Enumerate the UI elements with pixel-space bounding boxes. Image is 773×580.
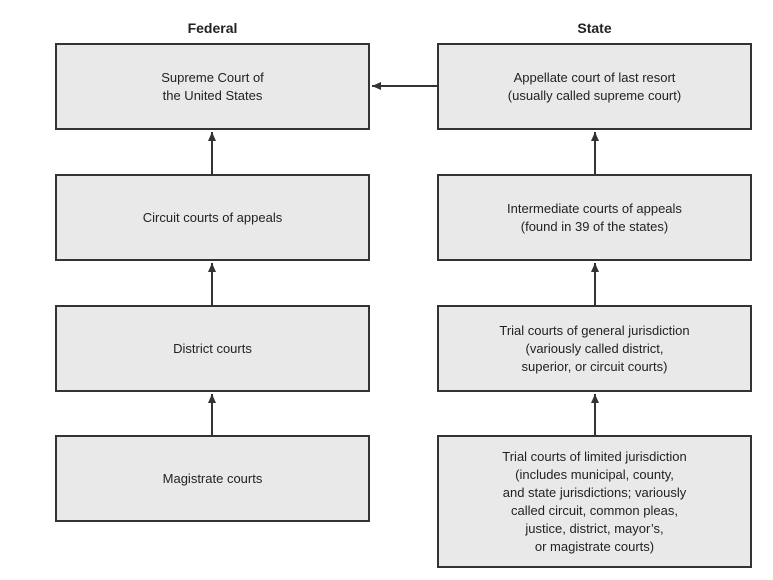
state-intermediate-courts-label: Intermediate courts of appeals (found in…	[507, 200, 682, 234]
state-appellate-court-label: Appellate court of last resort (usually …	[507, 69, 682, 103]
federal-magistrate-courts-box: Magistrate courts	[55, 435, 370, 522]
state-header: State	[577, 20, 612, 36]
state-general-trial-courts-label: Trial courts of general jurisdiction (va…	[499, 322, 690, 374]
state-general-trial-courts-box: Trial courts of general jurisdiction (va…	[437, 305, 752, 392]
federal-circuit-courts-label: Circuit courts of appeals	[142, 209, 283, 225]
federal-district-courts-label: District courts	[173, 340, 252, 356]
state-limited-trial-courts-box: Trial courts of limited jurisdiction (in…	[437, 435, 752, 568]
federal-supreme-court-label: Supreme Court of the United States	[161, 69, 264, 103]
federal-magistrate-courts-label: Magistrate courts	[162, 470, 263, 486]
federal-district-courts-box: District courts	[55, 305, 370, 392]
federal-circuit-courts-box: Circuit courts of appeals	[55, 174, 370, 261]
state-limited-trial-courts-label: Trial courts of limited jurisdiction (in…	[502, 448, 687, 554]
state-appellate-court-box: Appellate court of last resort (usually …	[437, 43, 752, 130]
federal-supreme-court-box: Supreme Court of the United States	[55, 43, 370, 130]
state-intermediate-courts-box: Intermediate courts of appeals (found in…	[437, 174, 752, 261]
federal-header: Federal	[187, 20, 238, 36]
